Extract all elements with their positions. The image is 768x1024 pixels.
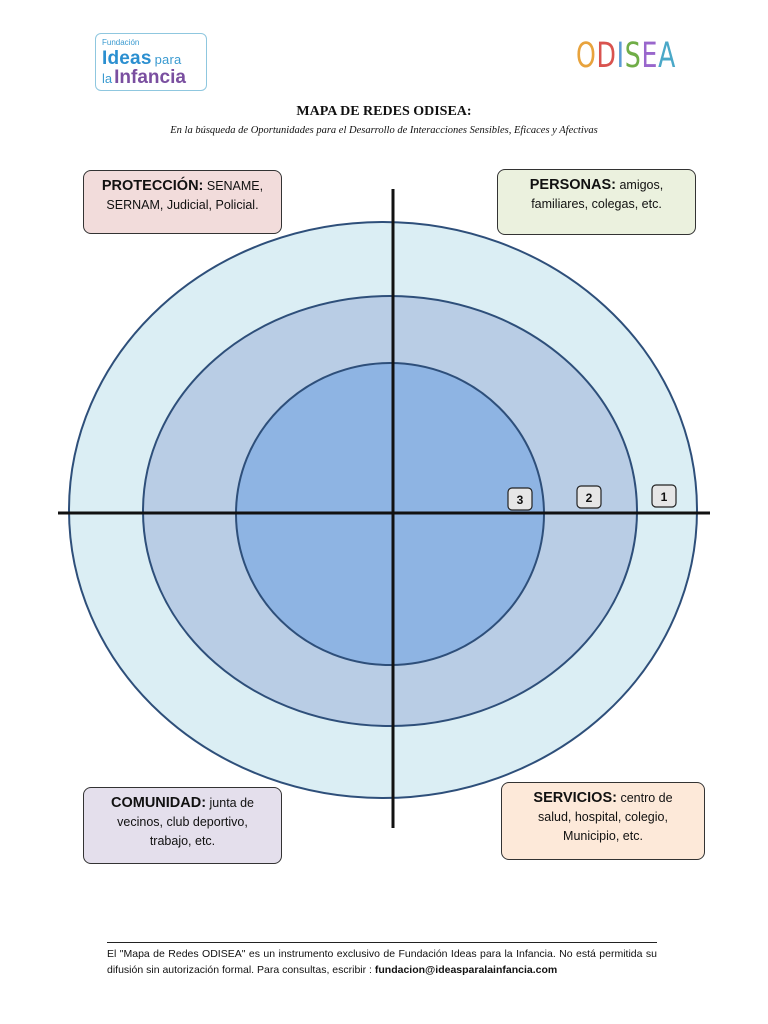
- logo-infancia: Infancia: [114, 67, 186, 88]
- personas-label: PERSONAS:: [529, 177, 616, 193]
- ring-label-3: 3: [507, 487, 533, 511]
- ring-label-2: 2: [576, 485, 602, 509]
- footer-email[interactable]: fundacion@ideasparalainfancia.com: [374, 964, 558, 976]
- quadrant-box-comunidad: COMUNIDAD: junta de vecinos, club deport…: [83, 787, 282, 864]
- ring-number-2: 2: [586, 491, 593, 505]
- comunidad-text-3: trabajo, etc.: [149, 834, 216, 848]
- servicios-label: SERVICIOS:: [533, 790, 617, 806]
- servicios-text-1: centro de: [620, 791, 673, 805]
- servicios-text-3: Municipio, etc.: [563, 829, 643, 843]
- proteccion-text-2: SERNAM, Judicial, Policial.: [106, 198, 259, 212]
- page-title: MAPA DE REDES ODISEA:: [296, 104, 472, 119]
- comunidad-text-2: vecinos, club deportivo,: [117, 815, 248, 829]
- ring-number-1: 1: [661, 490, 668, 504]
- comunidad-text-1: junta de: [209, 796, 254, 810]
- quadrant-box-servicios: SERVICIOS: centro de salud, hospital, co…: [501, 782, 705, 860]
- comunidad-label: COMUNIDAD:: [110, 795, 207, 811]
- logo-para: para: [154, 52, 182, 67]
- proteccion-label: PROTECCIÓN:: [101, 178, 204, 194]
- odisea-logo: ODISEA: [575, 36, 676, 76]
- footer-text: El "Mapa de Redes ODISEA" es un instrume…: [107, 948, 657, 976]
- logo-ideas: Ideas: [102, 48, 152, 69]
- footer-divider: [107, 942, 657, 943]
- personas-text-1: amigos,: [619, 178, 664, 192]
- quadrant-box-proteccion: PROTECCIÓN: SENAME, SERNAM, Judicial, Po…: [83, 170, 282, 234]
- logo-small-text: Fundación: [102, 38, 140, 47]
- quadrant-box-personas: PERSONAS: amigos, familiares, colegas, e…: [497, 169, 696, 235]
- ring-label-1: 1: [651, 484, 677, 508]
- servicios-text-2: salud, hospital, colegio,: [538, 810, 668, 824]
- ring-number-3: 3: [517, 493, 524, 507]
- logo-la: la: [102, 71, 113, 86]
- footer-note: El "Mapa de Redes ODISEA" es un instrume…: [107, 946, 657, 978]
- page-subtitle: En la búsqueda de Oportunidades para el …: [170, 125, 598, 136]
- proteccion-text-1: SENAME,: [206, 179, 264, 193]
- personas-text-2: familiares, colegas, etc.: [531, 197, 662, 211]
